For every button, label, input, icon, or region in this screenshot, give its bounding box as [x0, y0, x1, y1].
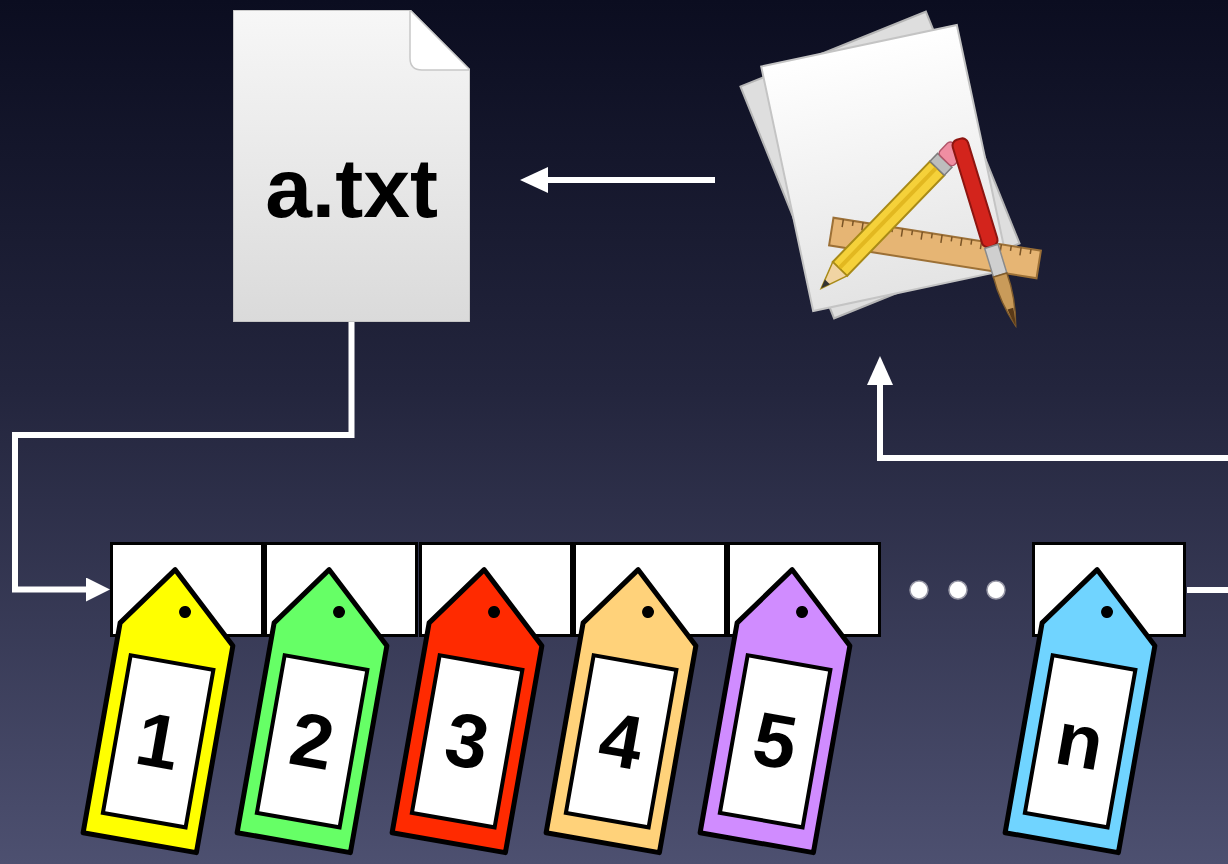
- document-icon: a.txt: [233, 10, 470, 322]
- luggage-tag: n: [1032, 542, 1186, 862]
- tag-number: 1: [131, 700, 186, 782]
- file-name: a.txt: [265, 146, 438, 230]
- tag-number: 4: [594, 700, 649, 782]
- tag-number: n: [1051, 700, 1110, 783]
- luggage-tag: 5: [727, 542, 881, 862]
- tag-hole: [641, 605, 655, 619]
- tag-body: [700, 562, 861, 853]
- tag-body: [546, 562, 707, 853]
- tag-card: [412, 655, 523, 827]
- tag-hole: [487, 605, 501, 619]
- write-arrow: [520, 167, 715, 193]
- tag-card: [720, 655, 831, 827]
- tag-shape: [1032, 542, 1186, 862]
- tag-card: [1025, 655, 1136, 827]
- tag-card: [566, 655, 677, 827]
- tag-card: [257, 655, 368, 827]
- tag-hole: [332, 605, 346, 619]
- tag-shape: [727, 542, 881, 862]
- tag-hole: [178, 605, 192, 619]
- tag-body: [392, 562, 553, 853]
- return-arrowhead: [867, 356, 893, 385]
- page-fold: [410, 10, 470, 70]
- ellipsis-dots: [910, 581, 1005, 599]
- tag-body: [1005, 562, 1166, 853]
- page-outline: [233, 10, 470, 322]
- editor-app-icon: [740, 12, 1040, 328]
- tag-body: [83, 562, 244, 853]
- tag-hole: [1100, 605, 1114, 619]
- tag-number: 3: [440, 700, 495, 782]
- tag-card: [103, 655, 214, 827]
- tag-hole: [795, 605, 809, 619]
- paint-brush: [951, 137, 1023, 328]
- pencil: [814, 140, 965, 295]
- back-sheet: [740, 12, 1019, 319]
- tag-body: [237, 562, 398, 853]
- tag-number: 2: [285, 700, 340, 782]
- tag-number: 5: [748, 700, 803, 782]
